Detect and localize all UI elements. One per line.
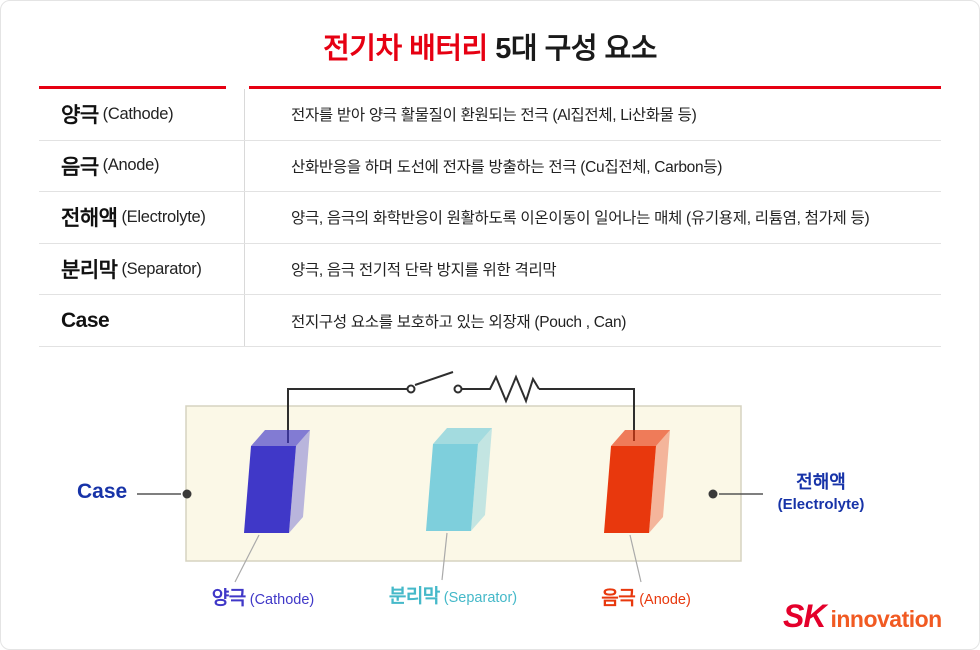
term-cell: Case — [39, 295, 244, 346]
cathode-label: 양극 (Cathode) — [193, 583, 333, 610]
description-cell: 전자를 받아 양극 활물질이 환원되는 전극 (Al집전체, Li산화물 등) — [244, 89, 941, 140]
cathode-label-korean: 양극 — [211, 588, 246, 609]
separator-plate — [426, 444, 478, 531]
switch-lever-icon — [414, 371, 454, 386]
case-pointer-dot — [182, 489, 192, 499]
circuit-wire-right — [539, 388, 635, 441]
separator-label-korean: 분리막 — [388, 586, 440, 607]
title-rest: 5대 구성 요소 — [487, 33, 657, 65]
term-english: (Separator) — [121, 259, 202, 278]
separator-plate-top-face — [433, 428, 492, 444]
sk-innovation-logo: SK innovation — [783, 598, 942, 635]
cathode-pointer-line — [234, 534, 260, 583]
term-english: (Anode) — [102, 156, 160, 175]
term-english: (Cathode) — [102, 104, 174, 123]
sk-wordmark: SK — [783, 598, 826, 634]
separator-label: 분리막 (Separator) — [377, 581, 529, 608]
description-cell: 산화반응을 하며 도선에 전자를 방출하는 전극 (Cu집전체, Carbon등… — [244, 140, 941, 192]
table-row: 분리막(Separator) 양극, 음극 전기적 단락 방지를 위한 격리막 — [39, 243, 941, 296]
term-korean: 음극 — [61, 155, 99, 179]
table-top-rule-left — [39, 86, 226, 89]
separator-pointer-line — [441, 532, 448, 581]
anode-plate-top-face — [611, 430, 670, 446]
component-table: 양극(Cathode) 전자를 받아 양극 활물질이 환원되는 전극 (Al집전… — [39, 89, 941, 347]
cathode-label-english: (Cathode) — [249, 592, 315, 608]
electrolyte-label: 전해액 (Electrolyte) — [759, 468, 883, 513]
switch-contact-left-icon — [406, 384, 416, 394]
title-highlight: 전기차 배터리 — [323, 33, 488, 65]
term-cell: 음극(Anode) — [39, 141, 244, 192]
innovation-wordmark: innovation — [830, 606, 942, 632]
description-cell: 전지구성 요소를 보호하고 있는 외장재 (Pouch , Can) — [244, 295, 941, 346]
electrolyte-label-english: (Electrolyte) — [777, 496, 865, 513]
table-row: 음극(Anode) 산화반응을 하며 도선에 전자를 방출하는 전극 (Cu집전… — [39, 140, 941, 193]
term-english: (Electrolyte) — [121, 207, 206, 226]
term-korean: Case — [61, 308, 110, 332]
description-cell: 양극, 음극 전기적 단락 방지를 위한 격리막 — [244, 243, 941, 295]
anode-plate — [604, 446, 656, 533]
anode-label: 음극 (Anode) — [584, 583, 708, 610]
circuit-wire-left — [287, 388, 407, 443]
anode-pointer-line — [629, 534, 642, 583]
resistor-icon — [462, 374, 540, 404]
cathode-plate-side-face — [289, 430, 310, 533]
battery-diagram — [137, 371, 763, 583]
anode-label-english: (Anode) — [639, 592, 691, 608]
term-korean: 분리막 — [61, 259, 118, 283]
table-row: 양극(Cathode) 전자를 받아 양극 활물질이 환원되는 전극 (Al집전… — [39, 89, 941, 141]
table-row: Case 전지구성 요소를 보호하고 있는 외장재 (Pouch , Can) — [39, 295, 941, 347]
term-cell: 양극(Cathode) — [39, 89, 244, 140]
separator-plate-side-face — [471, 428, 492, 531]
switch-contact-right-icon — [453, 384, 463, 394]
description-cell: 양극, 음극의 화학반응이 원활하도록 이온이동이 일어나는 매체 (유기용제,… — [244, 192, 941, 243]
case-label: Case — [77, 480, 128, 503]
page-title: 전기차 배터리 5대 구성 요소 — [1, 25, 979, 67]
term-korean: 양극 — [61, 104, 99, 128]
cathode-plate — [244, 446, 296, 533]
anode-plate-side-face — [649, 430, 670, 533]
term-cell: 분리막(Separator) — [39, 244, 244, 295]
electrolyte-label-korean: 전해액 — [796, 472, 846, 492]
electrolyte-pointer-dot — [708, 489, 718, 499]
term-korean: 전해액 — [61, 207, 118, 231]
cathode-plate-top-face — [251, 430, 310, 446]
table-row: 전해액(Electrolyte) 양극, 음극의 화학반응이 원활하도록 이온이… — [39, 192, 941, 244]
table-top-rule-right — [249, 86, 941, 89]
anode-label-korean: 음극 — [601, 588, 636, 609]
separator-label-english: (Separator) — [443, 590, 518, 606]
term-cell: 전해액(Electrolyte) — [39, 192, 244, 243]
